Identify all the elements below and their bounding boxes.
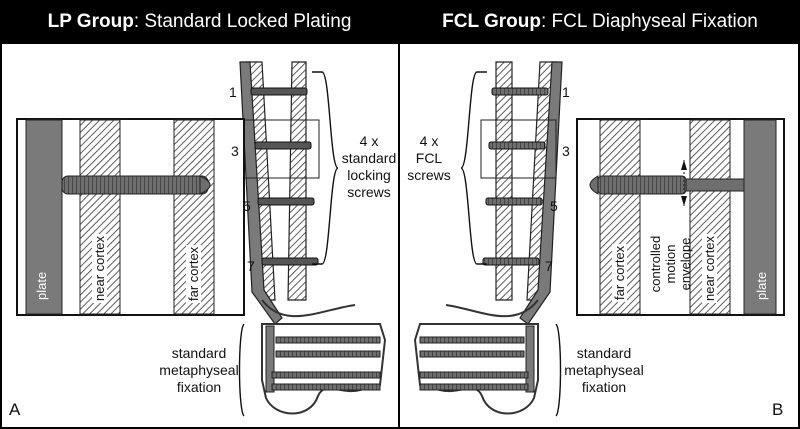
metaphyseal-screws-b bbox=[419, 336, 529, 391]
bone-cortex-right bbox=[287, 61, 307, 301]
panel-a-title: LP Group: Standard Locked Plating bbox=[0, 0, 399, 44]
screw-number: 3 bbox=[562, 143, 570, 159]
panel-letter-b: B bbox=[772, 400, 784, 419]
screw-number: 5 bbox=[550, 198, 558, 214]
metaphyseal-label-line: fixation bbox=[176, 379, 222, 395]
inset-plate-b bbox=[743, 119, 777, 315]
panel-b-title-rest: : FCL Diaphyseal Fixation bbox=[541, 11, 758, 32]
inset-locking-screw bbox=[61, 175, 209, 195]
panel-b-metaphyseal-label: standard metaphyseal fixation bbox=[560, 345, 648, 396]
locking-screws bbox=[250, 87, 319, 266]
locking-plate bbox=[239, 61, 283, 325]
inset-a-plate-label: plate bbox=[34, 271, 49, 300]
inset-fcl-screw-tip bbox=[589, 175, 599, 195]
inset-a-near-cortex-label: near cortex bbox=[92, 233, 107, 303]
plate-condylar-part bbox=[265, 325, 275, 393]
metaphyseal-label-line: metaphyseal bbox=[159, 362, 239, 378]
screw-label-line: 4 x bbox=[419, 133, 439, 149]
inset-a-far-cortex-label: far cortex bbox=[186, 244, 201, 303]
panel-letter-a: A bbox=[9, 400, 21, 419]
screw-label-line: locking bbox=[347, 167, 391, 183]
panel-b-title: FCL Group: FCL Diaphyseal Fixation bbox=[400, 0, 800, 44]
panel-a-title-rest: : Standard Locked Plating bbox=[133, 11, 352, 32]
metaphyseal-label-line: standard bbox=[171, 345, 227, 361]
inset-fcl-screw-thread bbox=[597, 175, 687, 195]
inset-plate bbox=[25, 119, 63, 315]
metaphyseal-flare bbox=[261, 299, 356, 318]
screw-bracket bbox=[312, 71, 339, 265]
metaphyseal-bracket bbox=[238, 323, 245, 417]
screw-number: 1 bbox=[229, 84, 237, 100]
metaphyseal-bracket-b bbox=[555, 323, 562, 417]
screw-label-line: 4 x bbox=[359, 133, 379, 149]
screw-label-line: screws bbox=[407, 167, 451, 183]
inset-b-motion-label: controlled motion envelope bbox=[648, 235, 693, 293]
screw-bracket-b bbox=[460, 71, 487, 265]
magnify-box-b bbox=[480, 119, 557, 179]
metaphyseal-label-line: fixation bbox=[581, 379, 627, 395]
panel-b-screw-label: 4 x FCL screws bbox=[405, 133, 453, 184]
metaphyseal-label-line: metaphyseal bbox=[564, 362, 644, 378]
screw-number: 7 bbox=[545, 258, 553, 274]
panel-a-drawing bbox=[16, 61, 387, 417]
panel-b-title-bold: FCL Group bbox=[442, 11, 541, 32]
inset-screw-tip bbox=[199, 175, 211, 195]
screw-number: 5 bbox=[243, 198, 251, 214]
inset-b-far-cortex-label: far cortex bbox=[612, 243, 627, 302]
panel-a-title-bold: LP Group bbox=[47, 11, 134, 32]
screw-number: 1 bbox=[562, 84, 570, 100]
fcl-screws bbox=[482, 87, 549, 266]
motion-arrow-bottom bbox=[681, 196, 687, 206]
bone-cortex-left-b bbox=[495, 61, 513, 301]
panel-a-screw-label: 4 x standard locking screws bbox=[340, 133, 398, 201]
screw-label-line: FCL bbox=[415, 150, 443, 166]
plate-condylar-part-b bbox=[525, 325, 535, 393]
metaphyseal-screws bbox=[271, 336, 381, 391]
inset-b-plate-label: plate bbox=[754, 271, 769, 300]
screw-number: 3 bbox=[231, 143, 239, 159]
screw-label-line: standard bbox=[341, 150, 397, 166]
panel-a-metaphyseal-label: standard metaphyseal fixation bbox=[155, 345, 243, 396]
screw-label-line: screws bbox=[347, 184, 391, 200]
inset-fcl-screw-shaft bbox=[685, 178, 745, 192]
metaphyseal-flare-b bbox=[445, 299, 539, 318]
metaphyseal-label-line: standard bbox=[576, 345, 632, 361]
inset-b-near-cortex-label: near cortex bbox=[702, 233, 717, 303]
motion-arrow-top bbox=[681, 160, 687, 170]
screw-number: 7 bbox=[247, 258, 255, 274]
